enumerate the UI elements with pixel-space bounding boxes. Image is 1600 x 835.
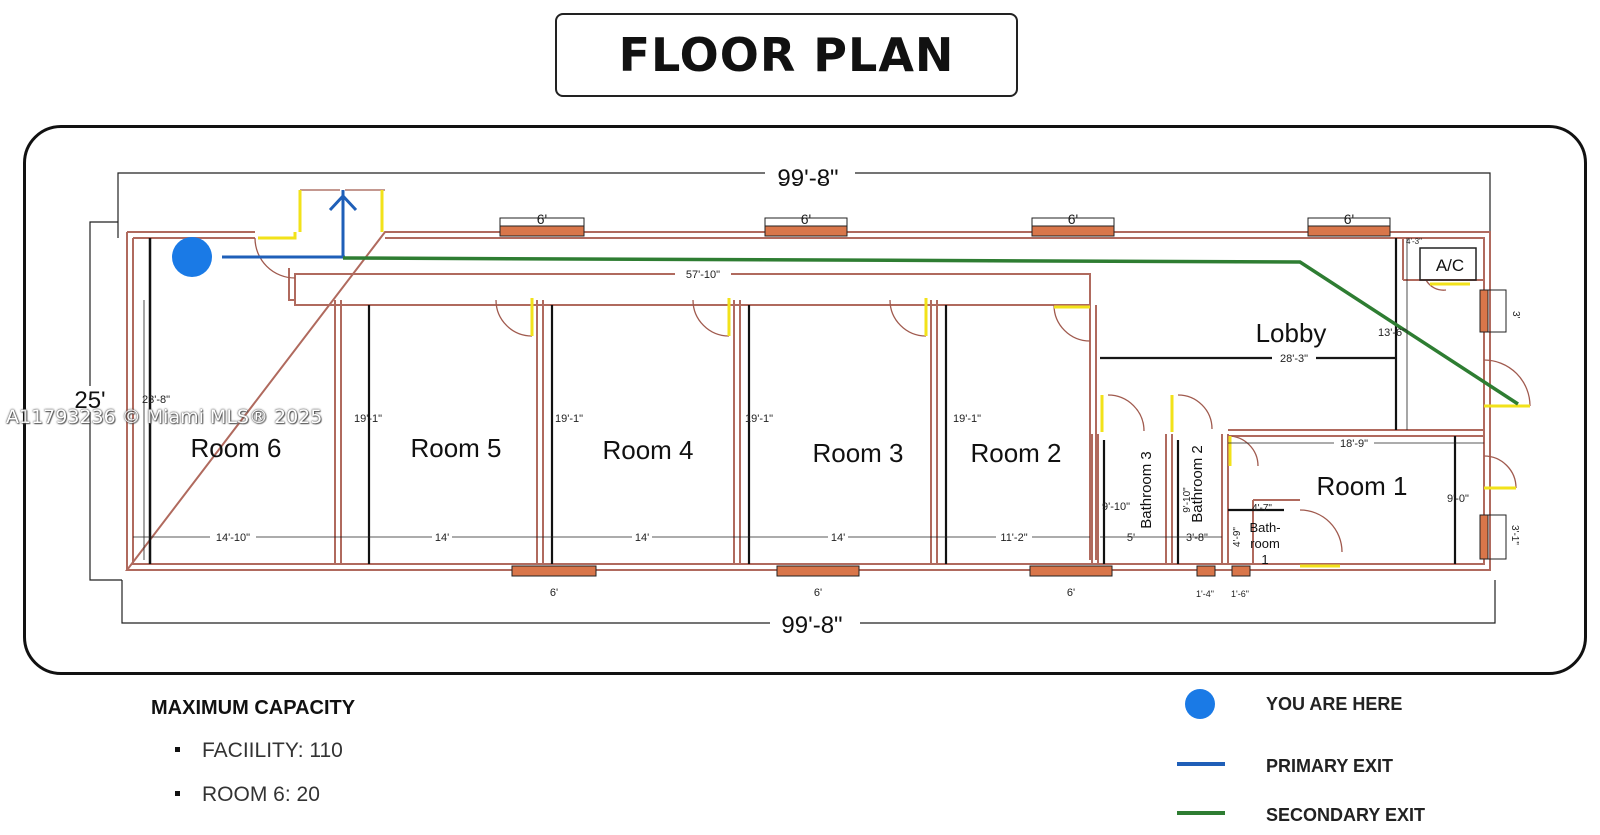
inner-black-walls	[367, 238, 1457, 564]
room5-width-dim: 14'	[435, 532, 449, 544]
ac-dim: 4'-3"	[1406, 237, 1422, 246]
exterior-walls	[124, 231, 1491, 571]
window-bottom-2-dim: 6'	[814, 587, 822, 599]
corridor-wall	[288, 268, 1097, 560]
room4-label: Room 4	[602, 435, 693, 465]
title-box: FLOOR PLAN	[555, 13, 1018, 97]
overall-depth: 25'	[74, 387, 105, 414]
page-title: FLOOR PLAN	[618, 28, 955, 82]
legend-you-are-here: YOU ARE HERE	[1266, 694, 1403, 714]
overall-width-top-label: 99'-8"	[777, 165, 838, 192]
room3-label: Room 3	[812, 438, 903, 468]
lobby-label: Lobby	[1256, 318, 1327, 348]
primary-exit-legend-icon	[1177, 762, 1225, 766]
ac-label: A/C	[1436, 256, 1464, 275]
room2-width-dim: 11'-2"	[1000, 532, 1027, 544]
window-top-3-dim: 6'	[1068, 211, 1078, 227]
capacity-heading: MAXIMUM CAPACITY	[151, 697, 356, 719]
window-bottom-1-dim: 6'	[550, 587, 558, 599]
capacity-item-facility: FACIILITY: 110	[175, 739, 343, 763]
lobby-width-dim: 28'-3"	[1280, 353, 1308, 365]
window-top-2-dim: 6'	[801, 211, 811, 227]
room1-label: Room 1	[1316, 471, 1407, 501]
bath2-width-dim: 3'-8"	[1186, 532, 1208, 544]
bath3-width-dim: 5'	[1127, 532, 1135, 544]
small-bottom-marks	[1196, 565, 1251, 577]
bathroom3-label: Bathroom 3	[1138, 451, 1155, 529]
bullet-icon	[175, 746, 180, 752]
lobby-depth-dim: 13'-6"	[1378, 327, 1406, 339]
bathroom2-label: Bathroom 2	[1189, 445, 1206, 523]
secondary-exit-route	[342, 256, 1519, 406]
room2-depth-dim: 19'-1"	[953, 413, 981, 425]
room6-depth-dim: 23'-8"	[142, 394, 170, 406]
bath2-depth-dim: 9'-10"	[1182, 487, 1193, 513]
you-are-here-legend-icon	[1185, 689, 1215, 719]
legend-primary-exit: PRIMARY EXIT	[1266, 756, 1394, 776]
capacity-item-label: ROOM 6: 20	[202, 783, 320, 806]
secondary-exit-legend-icon	[1177, 811, 1225, 815]
room6-label: Room 6	[190, 433, 281, 463]
room5-label: Room 5	[410, 433, 501, 463]
capacity-item-room6: ROOM 6: 20	[175, 783, 320, 807]
dimension-lines	[89, 172, 1496, 624]
windows	[499, 225, 1489, 577]
room6-width-dim: 14'-10"	[216, 532, 250, 544]
primary-exit-route	[222, 190, 358, 259]
plan-frame	[23, 125, 1587, 675]
room4-width-dim: 14'	[635, 532, 649, 544]
legend-secondary-exit: SECONDARY EXIT	[1266, 805, 1426, 825]
small-bottom-1-dim: 1'-4"	[1196, 589, 1214, 599]
room4-depth-dim: 19'-1"	[555, 413, 583, 425]
bullet-icon	[175, 790, 180, 796]
bath1-width-dim: 4'-7"	[1252, 503, 1272, 514]
door-right-2-dim: 3'-1"	[1509, 525, 1520, 545]
window-bottom-3-dim: 6'	[1067, 587, 1075, 599]
capacity-item-label: FACIILITY: 110	[202, 739, 343, 762]
you-are-here-marker	[172, 237, 212, 277]
room3-width-dim: 14'	[831, 532, 845, 544]
room3-depth-dim: 19'-1"	[745, 413, 773, 425]
bath3-depth-dim: 9'-10"	[1102, 501, 1130, 513]
door-right-1-dim: 3'	[1510, 311, 1521, 319]
bath1-depth-dim: 4'-9"	[1232, 527, 1243, 547]
door-leafs	[258, 190, 1530, 568]
watermark: A11793236 © Miami MLS® 2025	[6, 406, 323, 428]
corridor-dim: 57'-10"	[686, 269, 720, 281]
room1-width-dim: 18'-9"	[1340, 438, 1368, 450]
overall-width-bottom: 99'-8"	[781, 612, 842, 639]
bathroom1-label-line2: room	[1250, 536, 1280, 551]
room1-depth-dim: 9'-0"	[1447, 493, 1469, 505]
room2-label: Room 2	[970, 438, 1061, 468]
bathroom1-label-line1: Bath-	[1249, 520, 1280, 535]
small-bottom-2-dim: 1'-6"	[1231, 589, 1249, 599]
bathroom1-label-line3: 1	[1261, 552, 1268, 567]
window-top-1-dim: 6'	[537, 211, 547, 227]
room-dividers	[334, 238, 1484, 564]
room5-depth-dim: 19'-1"	[354, 413, 382, 425]
doors	[254, 189, 1531, 553]
ac-closet	[1419, 247, 1477, 281]
window-top-4-dim: 6'	[1344, 211, 1354, 227]
window-brackets	[499, 217, 1507, 560]
